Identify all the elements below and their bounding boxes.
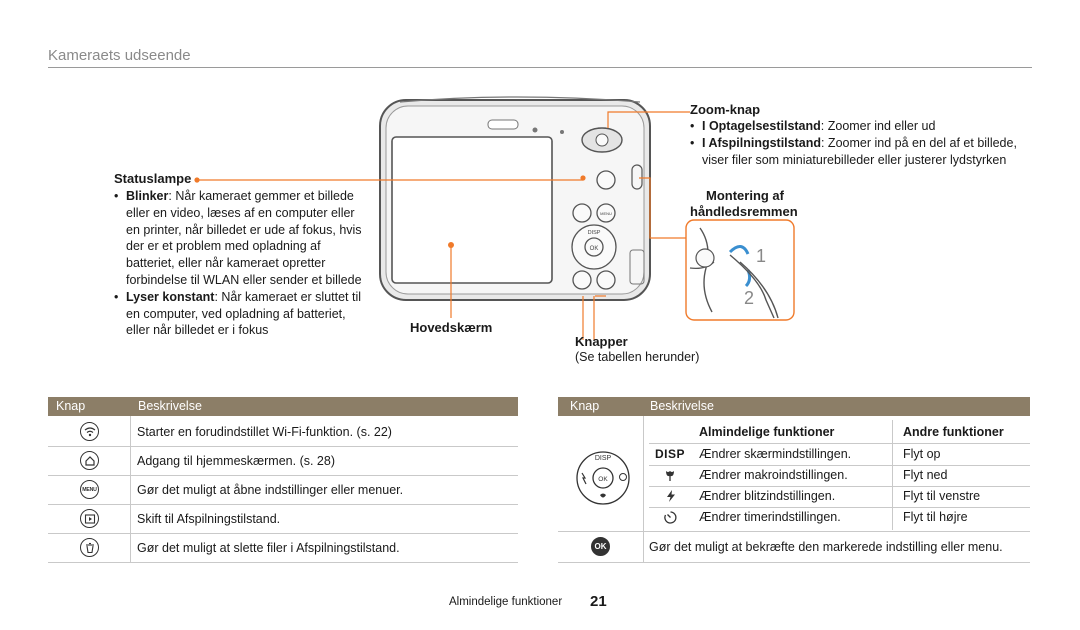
common-function: Ændrer makroindstillingen. <box>699 468 848 482</box>
other-function: Flyt ned <box>903 468 948 482</box>
ok-icon: OK <box>591 537 610 556</box>
other-function: Flyt til venstre <box>903 489 981 503</box>
ok-description: Gør det muligt at bekræfte den markerede… <box>649 540 1003 554</box>
statuslampe-list: Blinker: Når kameraet gemmer et billede … <box>114 188 366 339</box>
disp-icon: DISP <box>655 447 686 461</box>
svg-text:OK: OK <box>590 246 599 252</box>
sub-header-other: Andre funktioner <box>903 425 1004 439</box>
zoom-list: I Optagelsestilstand: Zoomer ind eller u… <box>690 118 1030 168</box>
common-function: Ændrer timerindstillingen. <box>699 510 841 524</box>
flash-icon <box>664 489 678 503</box>
camera-buttons <box>571 170 617 290</box>
knapper-note: (Se tabellen herunder) <box>575 350 700 364</box>
hovedskaerm-label: Hovedskærm <box>410 320 493 335</box>
playback-icon <box>80 509 99 528</box>
row-divider <box>48 533 518 534</box>
camera-body <box>379 96 651 301</box>
main-screen <box>391 136 553 284</box>
header-knap: Knap <box>570 399 600 413</box>
list-item: I Afspilningstilstand: Zoomer ind på en … <box>690 135 1030 169</box>
row-divider <box>48 562 518 563</box>
svg-text:OK: OK <box>598 476 608 483</box>
table-row-desc: Skift til Afspilningstilstand. <box>137 512 281 526</box>
row-divider <box>558 531 1030 532</box>
montering-line1: Montering af <box>706 188 784 203</box>
four-way-dial-icon: DISP OK <box>573 448 633 508</box>
zoom-title: Zoom-knap <box>690 102 761 117</box>
header-beskrivelse: Beskrivelse <box>650 399 714 413</box>
row-divider <box>48 475 518 476</box>
table-row-desc: Gør det muligt at slette filer i Afspiln… <box>137 541 400 555</box>
timer-icon <box>663 510 678 525</box>
row-divider <box>649 486 1030 487</box>
svg-text:DISP: DISP <box>588 230 601 236</box>
list-item: I Optagelsestilstand: Zoomer ind eller u… <box>690 118 1030 135</box>
row-divider <box>649 465 1030 466</box>
table-row-desc: Adgang til hjemmeskærmen. (s. 28) <box>137 454 335 468</box>
zoom-dial <box>581 127 623 153</box>
left-table-header: Knap Beskrivelse <box>48 397 518 416</box>
wifi-icon <box>80 422 99 441</box>
macro-icon <box>663 468 677 482</box>
column-divider <box>892 420 893 530</box>
section-divider <box>48 67 1032 68</box>
svg-text:DISP: DISP <box>595 455 612 462</box>
home-icon <box>80 451 99 470</box>
delete-icon <box>80 538 99 557</box>
statuslampe-title: Statuslampe <box>114 171 192 186</box>
header-beskrivelse: Beskrivelse <box>138 399 202 413</box>
row-divider <box>48 446 518 447</box>
row-divider <box>649 443 1030 444</box>
status-lamp <box>580 175 586 181</box>
footer-text: Almindelige funktioner <box>449 596 563 608</box>
table-row-desc: Gør det muligt at åbne indstillinger ell… <box>137 483 404 497</box>
right-table-header: Knap Beskrivelse <box>558 397 1030 416</box>
svg-text:MENU: MENU <box>600 211 612 216</box>
menu-icon: MENU <box>80 480 99 499</box>
other-function: Flyt op <box>903 447 941 461</box>
other-function: Flyt til højre <box>903 510 968 524</box>
list-item: Lyser konstant: Når kameraet er sluttet … <box>114 289 366 339</box>
table-row-desc: Starter en forudindstillet Wi-Fi-funktio… <box>137 425 392 439</box>
common-function: Ændrer skærmindstillingen. <box>699 447 852 461</box>
svg-text:1: 1 <box>756 246 766 266</box>
common-function: Ændrer blitzindstillingen. <box>699 489 836 503</box>
list-item: Blinker: Når kameraet gemmer et billede … <box>114 188 366 289</box>
montering-line2: håndledsremmen <box>690 204 798 219</box>
svg-text:2: 2 <box>744 288 754 308</box>
page-number: 21 <box>590 593 607 610</box>
column-divider <box>643 416 644 562</box>
knapper-title: Knapper <box>575 334 628 349</box>
row-divider <box>649 507 1030 508</box>
strap-inset: 1 2 <box>685 219 795 321</box>
section-title: Kameraets udseende <box>48 47 191 64</box>
row-divider <box>48 504 518 505</box>
column-divider <box>130 416 131 562</box>
sub-header-common: Almindelige funktioner <box>699 425 835 439</box>
header-knap: Knap <box>56 399 86 413</box>
row-divider <box>558 562 1030 563</box>
